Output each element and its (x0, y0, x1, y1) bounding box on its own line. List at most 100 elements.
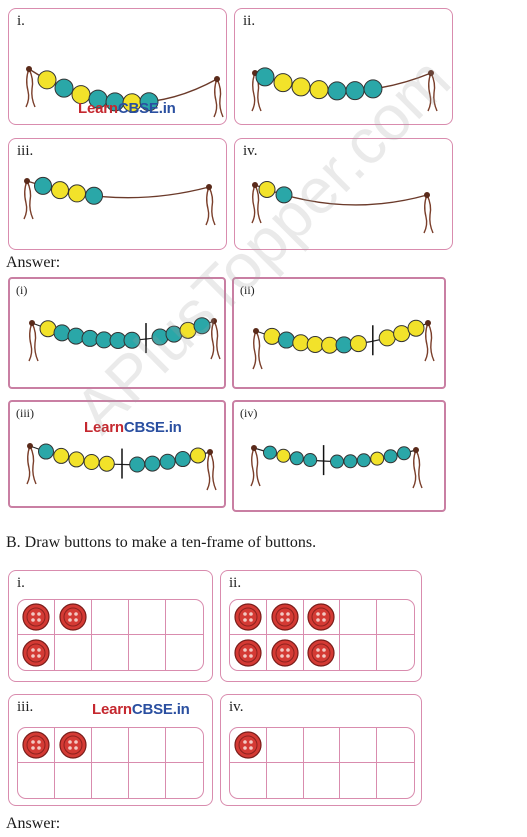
bead (276, 448, 291, 463)
bead (53, 324, 71, 342)
bead (38, 443, 54, 460)
bead (37, 70, 57, 90)
bead (258, 180, 276, 198)
ten-frame-cell (55, 635, 92, 670)
string-knot (207, 449, 213, 455)
ten-frame-cell (340, 600, 378, 635)
string-tassel (208, 186, 216, 226)
ten-frame-cell (266, 600, 304, 635)
ten-frame-cell (18, 763, 55, 798)
ten-frame-cell (55, 763, 92, 798)
string-tassel (412, 449, 417, 489)
string-tassel (251, 72, 256, 112)
ten-frame-cell (267, 635, 304, 670)
string-tassel (427, 72, 432, 112)
bead-string (252, 319, 435, 370)
answer-card-a-1: (i) (8, 277, 226, 389)
ten-frame-cell (18, 635, 55, 670)
bead (306, 335, 324, 353)
question-card-a-1: i. (8, 8, 227, 125)
bead (345, 81, 365, 101)
button-icon (234, 638, 262, 667)
bead (123, 331, 141, 349)
ten-frame-cell (377, 600, 414, 635)
bead (139, 92, 159, 112)
string-knot (214, 76, 220, 82)
card-label: i. (17, 575, 25, 591)
card-label: ii. (243, 13, 256, 29)
string-tassel (26, 180, 34, 220)
bead (327, 81, 347, 101)
bead (81, 329, 99, 347)
answer-label: Answer: (6, 254, 61, 271)
ten-frame-cell (377, 728, 414, 763)
ten-frame-cell (340, 728, 378, 763)
bead (54, 78, 74, 98)
string-tassel (216, 78, 224, 118)
string-knot (251, 445, 257, 451)
answer-card-a-4: (iv) (232, 400, 446, 512)
ten-frame-cell (230, 635, 267, 670)
ten-frame-cell (55, 600, 92, 635)
learncbse-logo: LearnCBSE.in (92, 701, 190, 718)
answer-card-a-3: (iii) (8, 400, 226, 508)
button-icon (271, 603, 299, 631)
string-knot (26, 66, 32, 72)
ten-frame (229, 599, 415, 671)
string-tassel (254, 184, 262, 224)
card-label: (ii) (240, 283, 255, 297)
ten-frame-card-3: iii. (8, 694, 213, 806)
bead (383, 449, 398, 464)
ten-frame-cell (340, 635, 378, 670)
question-card-a-2: ii. (234, 8, 453, 125)
string-tassel (213, 78, 218, 118)
string-tassel (253, 447, 261, 487)
string-tassel (206, 451, 211, 491)
button-icon (59, 603, 87, 631)
learncbse-logo: LearnCBSE.in (78, 100, 176, 117)
bead (263, 327, 281, 345)
card-label: (i) (16, 283, 28, 297)
string-knot (424, 192, 430, 198)
bead (255, 67, 275, 87)
button-icon (22, 603, 50, 631)
string-tassel (26, 445, 31, 485)
button-icon (234, 731, 262, 759)
string-tassel (423, 194, 428, 234)
bead (273, 73, 293, 93)
question-card-a-3: iii. (8, 138, 227, 250)
string-knot (253, 328, 259, 334)
button-icon (234, 603, 262, 631)
ten-frame-cell (18, 728, 55, 763)
string-tassel (29, 445, 37, 485)
string-tassel (250, 447, 255, 487)
ten-frame-cell (377, 763, 414, 798)
ten-frame (229, 727, 415, 799)
bead (378, 329, 396, 347)
bead (356, 453, 371, 468)
bead (174, 451, 191, 468)
bead (309, 80, 329, 100)
string-tassel (255, 330, 263, 370)
string-knot (211, 318, 217, 324)
bead (289, 451, 304, 466)
button-icon (307, 603, 336, 631)
string-knot (428, 70, 434, 76)
answer-label: Answer: (6, 815, 61, 832)
bead (193, 317, 211, 335)
string-tassel (252, 330, 257, 370)
bead (165, 325, 183, 343)
bead (144, 455, 161, 472)
ten-frame-cell (55, 728, 92, 763)
bead (321, 336, 339, 354)
button-icon (22, 731, 50, 759)
ten-frame-cell (166, 728, 203, 763)
string-knot (252, 182, 258, 188)
bead-string (25, 66, 224, 118)
bead-string (250, 445, 423, 489)
bead (343, 454, 358, 469)
ten-frame-card-1: i. (8, 570, 213, 682)
bead (129, 456, 146, 473)
string-tassel (426, 194, 434, 234)
ten-frame-cell (230, 600, 267, 635)
